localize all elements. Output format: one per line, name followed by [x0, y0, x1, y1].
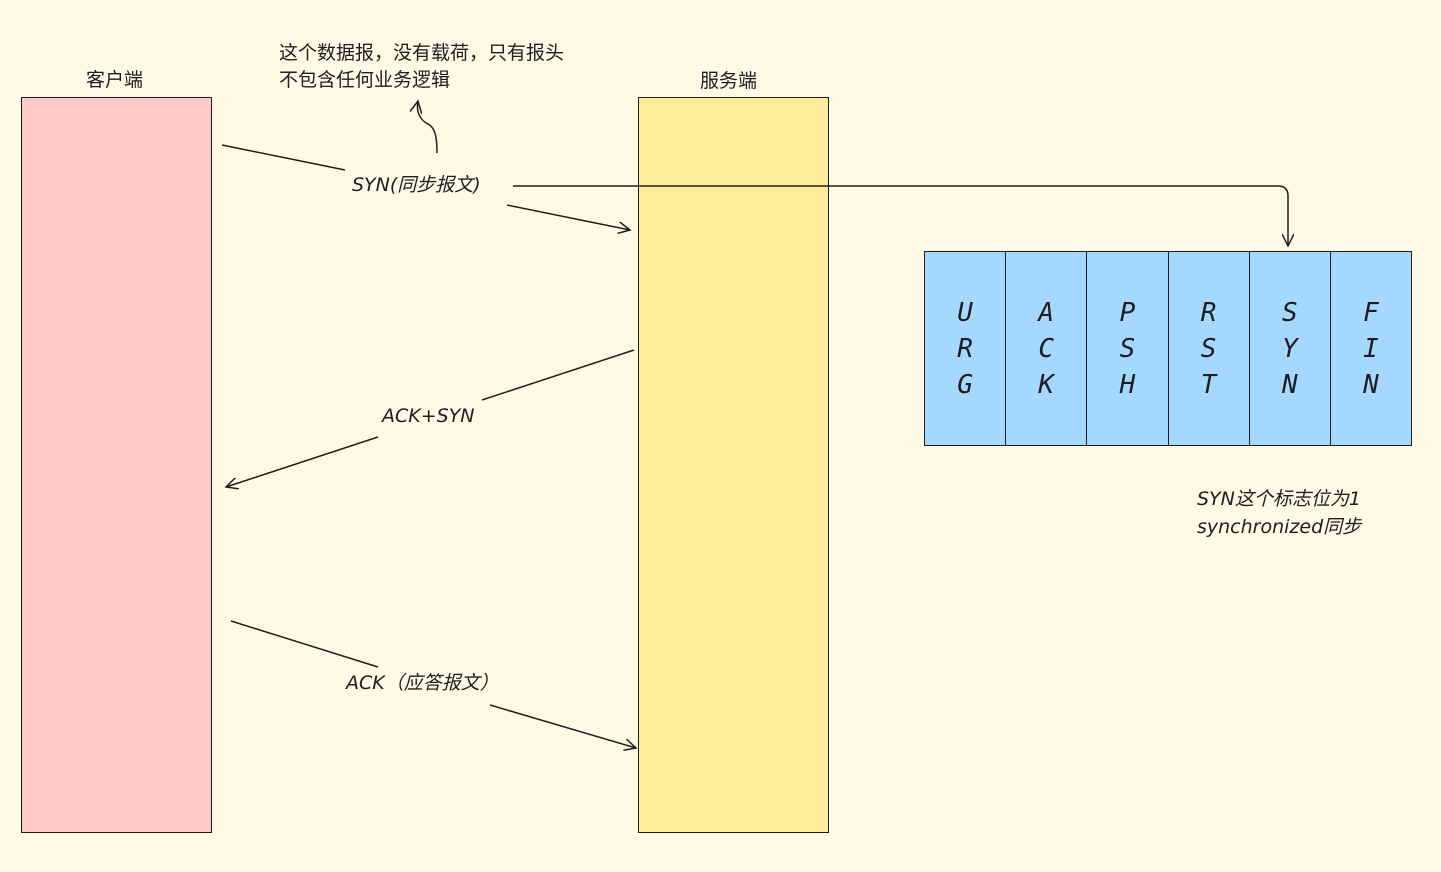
syn-flag-connector [513, 185, 1288, 246]
flag-letter: F [1363, 297, 1379, 328]
client-label: 客户端 [86, 69, 144, 91]
note-line-1: 这个数据报，没有载荷，只有报头 [279, 42, 565, 64]
flag-letter: S [1200, 333, 1217, 364]
syn-message-label: SYN(同步报文) [352, 174, 481, 196]
flag-letter: C [1038, 333, 1055, 364]
flag-letter: A [1038, 297, 1055, 328]
flag-letter: P [1119, 297, 1136, 328]
flag-letter: T [1200, 369, 1217, 400]
syn-note-line-1: SYN这个标志位为1 [1197, 488, 1361, 510]
server-lane [638, 97, 829, 833]
client-lane [21, 97, 212, 833]
ack-message-label: ACK（应答报文） [346, 672, 499, 694]
flag-letter: G [957, 369, 973, 400]
flag-letter: N [1363, 369, 1379, 400]
ack-syn-message-label: ACK+SYN [382, 405, 475, 427]
note-line-2: 不包含任何业务逻辑 [279, 69, 451, 91]
flag-letter: R [957, 333, 973, 364]
flag-letter: I [1363, 333, 1379, 364]
flag-letter: K [1038, 369, 1055, 400]
flag-letter: S [1119, 333, 1136, 364]
flag-letter: S [1281, 297, 1298, 328]
flag-letter: N [1281, 369, 1298, 400]
server-label: 服务端 [700, 70, 758, 92]
flag-letter: U [957, 297, 973, 328]
flag-letter: Y [1281, 333, 1298, 364]
syn-note-line-2: synchronized同步 [1197, 516, 1362, 538]
flag-letter: H [1119, 369, 1136, 400]
flag-letter: R [1200, 297, 1217, 328]
note-pointer-arrow [417, 101, 438, 154]
